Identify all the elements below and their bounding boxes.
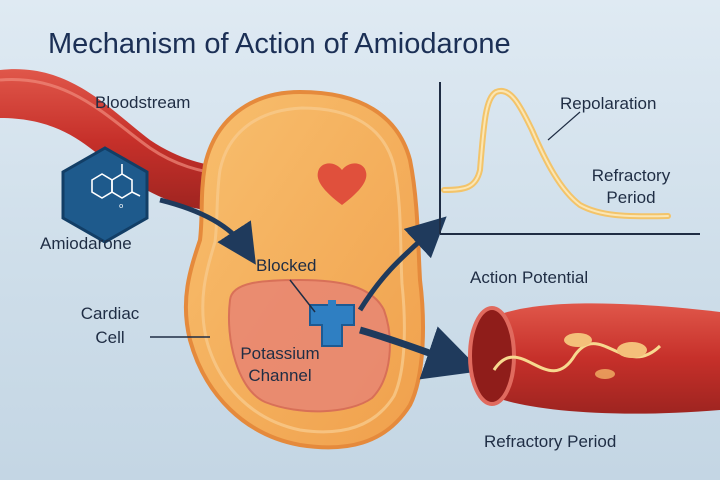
bloodstream-label: Bloodstream bbox=[95, 93, 191, 112]
heart-icon bbox=[317, 163, 367, 205]
svg-text:o: o bbox=[119, 202, 123, 210]
potassium-channel-label-line1: Potassium bbox=[240, 344, 320, 363]
vessel-cell-1 bbox=[564, 333, 592, 347]
refractory-period-label-line1: Refractory bbox=[591, 166, 671, 185]
arrow-amiodarone-to-cell bbox=[159, 197, 256, 265]
repolarization-leader bbox=[547, 111, 581, 141]
refractory-period-label-line2: Period bbox=[606, 188, 656, 207]
vessel-lower bbox=[480, 303, 720, 414]
cardiac-cell-inner-wall bbox=[201, 106, 406, 434]
action-potential-label: Action Potential bbox=[470, 268, 589, 287]
molecule-icon: o bbox=[61, 146, 149, 244]
page-title: Mechanism of Action of Amiodarone bbox=[48, 28, 511, 60]
vessel-cell-3 bbox=[595, 369, 615, 379]
bloodstream-highlight bbox=[0, 77, 229, 177]
bloodstream-vessel bbox=[0, 69, 230, 213]
vessel-cell-2 bbox=[617, 342, 647, 358]
potassium-channel-label-line2: Channel bbox=[248, 366, 312, 385]
amiodarone-label: Amiodarone bbox=[40, 234, 132, 253]
cardiac-cell-label-line1: Cardiac bbox=[80, 304, 140, 323]
refractory-period-bottom-label: Refractory Period bbox=[484, 432, 617, 451]
arrow-channel-to-graph bbox=[357, 216, 447, 312]
arrow-channel-to-vessel bbox=[359, 326, 482, 380]
repolarization-label: Repolaration bbox=[560, 94, 657, 113]
vessel-opening bbox=[468, 306, 516, 406]
blocked-leader bbox=[289, 279, 316, 313]
blocked-label: Blocked bbox=[256, 256, 317, 275]
potassium-channel-icon bbox=[309, 300, 355, 347]
cardiac-cell-label-line2: Cell bbox=[95, 328, 125, 347]
